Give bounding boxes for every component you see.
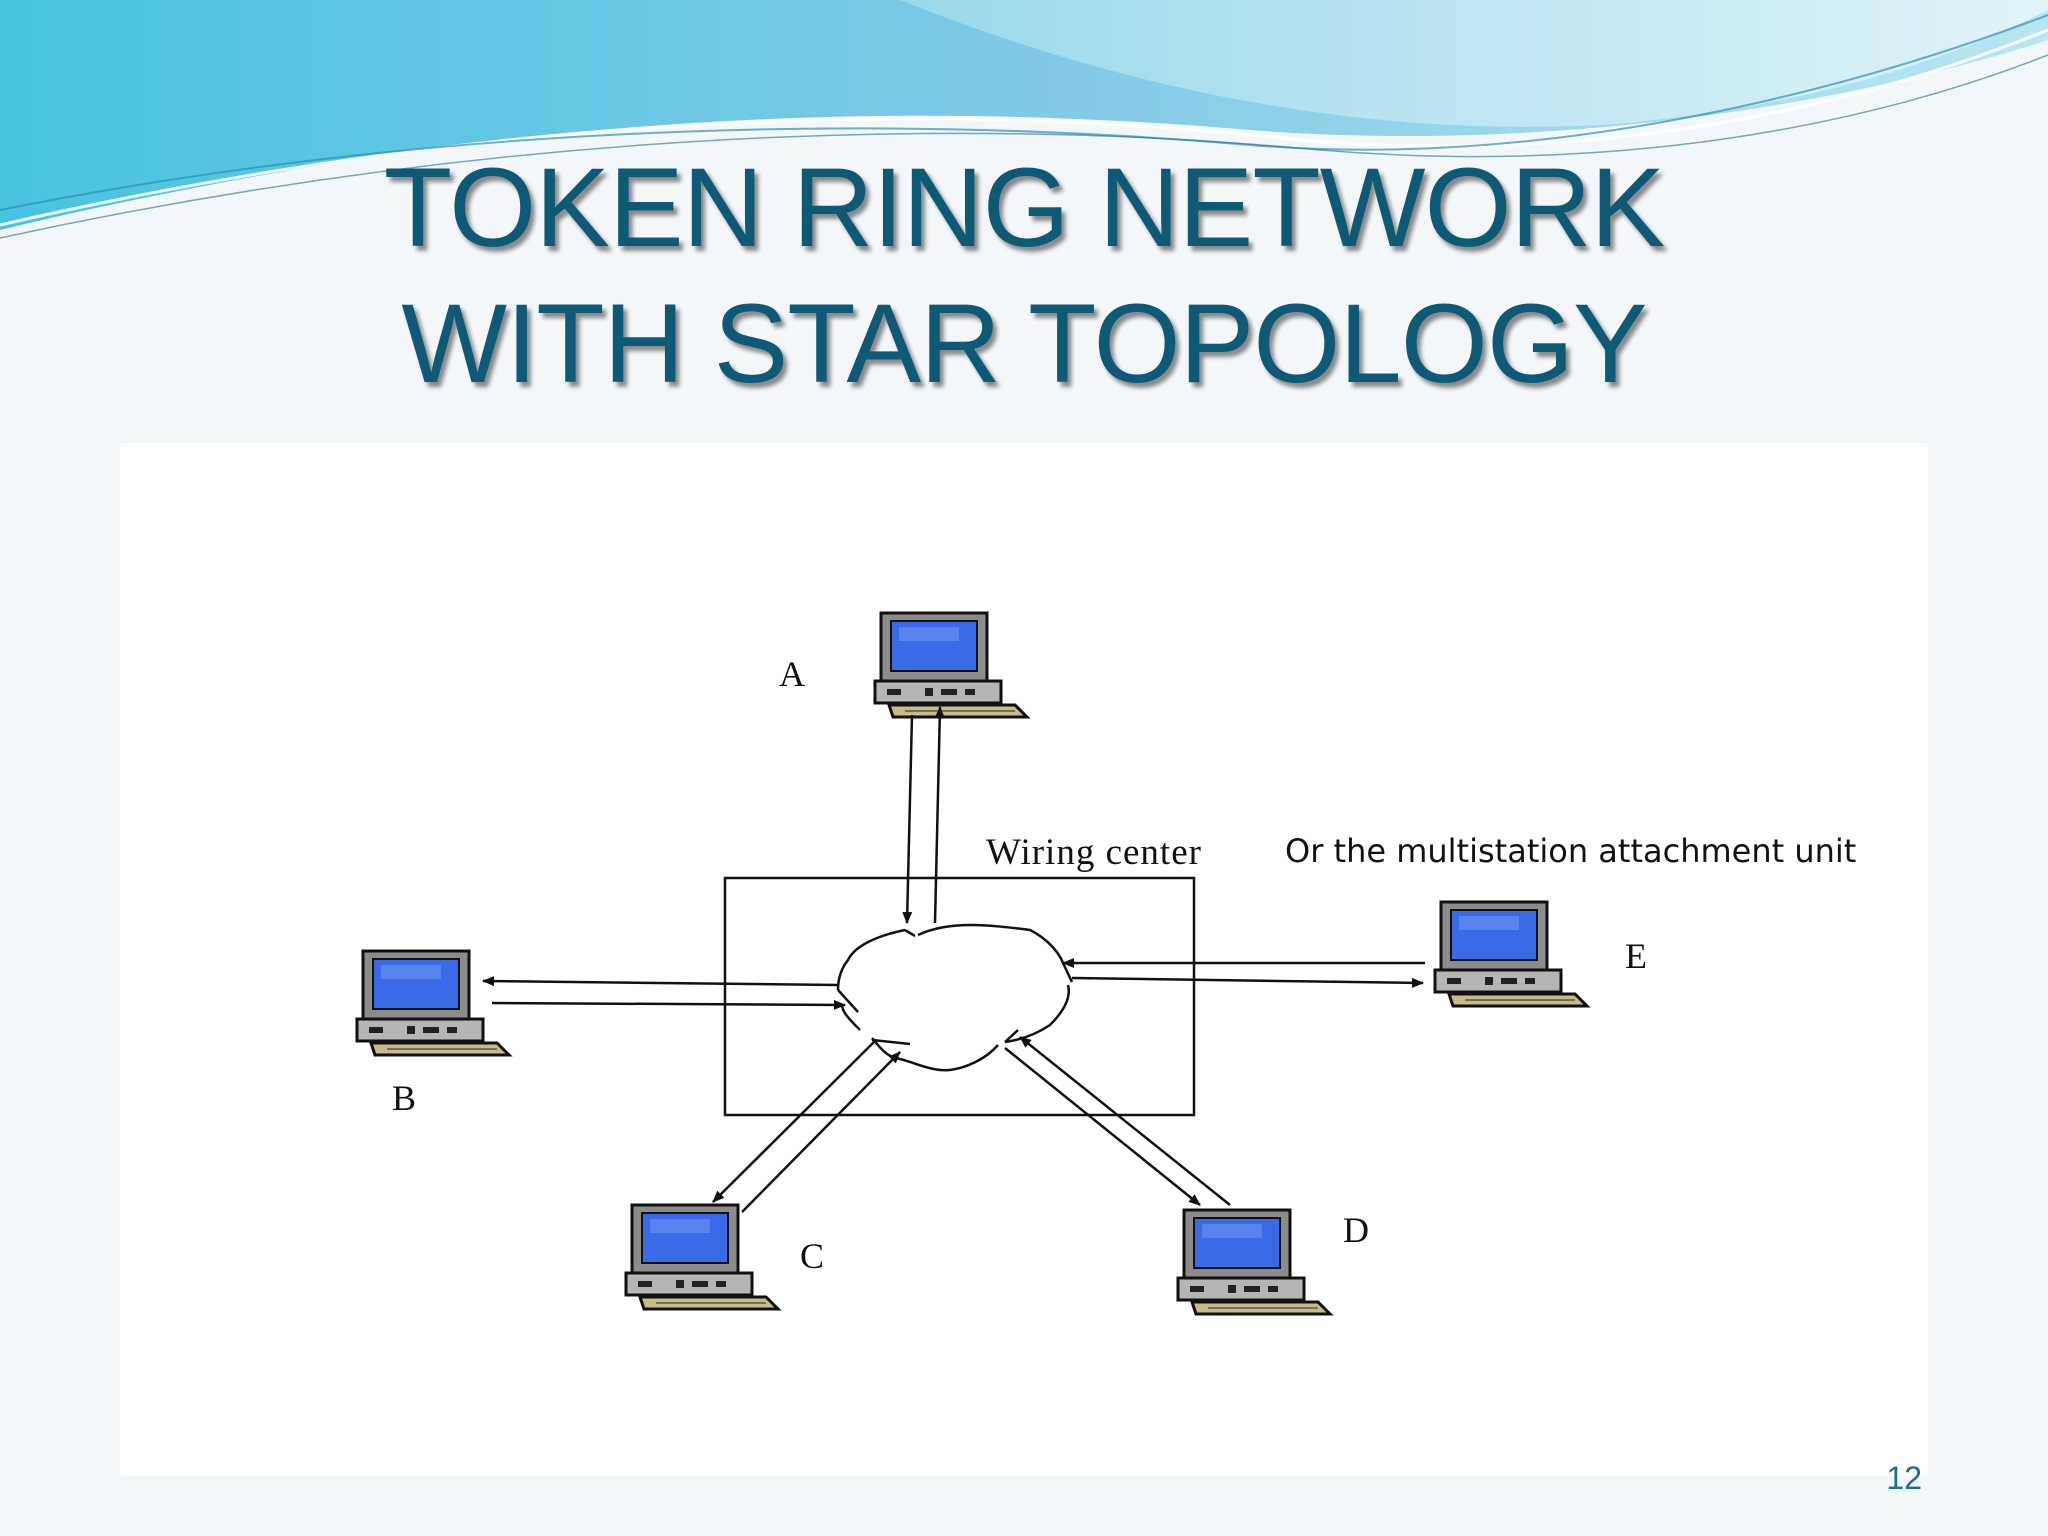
node-label-b: B xyxy=(392,1078,416,1118)
ring-port-b xyxy=(837,989,859,1013)
computer-c-icon xyxy=(624,1203,780,1311)
link-c-to-hub xyxy=(741,1051,901,1213)
link-a-to-hub xyxy=(902,714,914,924)
node-label-c: C xyxy=(800,1236,824,1276)
diagram-panel: A B C D E Wiring center Or the multistat… xyxy=(120,443,1928,1476)
slide-title-line-1: TOKEN RING NETWORK xyxy=(383,145,1665,270)
link-b-to-hub xyxy=(491,999,846,1010)
link-hub-to-d xyxy=(1004,1047,1201,1206)
wiring-center-label: Wiring center xyxy=(986,832,1202,873)
header-wave-decoration xyxy=(0,0,2048,239)
node-label-d: D xyxy=(1343,1210,1369,1250)
node-label-a: A xyxy=(779,654,805,694)
ring-segment xyxy=(871,1037,999,1072)
wiring-center-box xyxy=(723,876,1196,1117)
slide-title-line-2: WITH STAR TOPOLOGY xyxy=(401,281,1647,406)
token-ring-star-diagram: A B C D E Wiring center Or the multistat… xyxy=(355,611,1856,1316)
link-hub-to-b xyxy=(482,976,839,987)
ring-port-d xyxy=(1004,1029,1019,1043)
computer-b-icon xyxy=(355,949,511,1057)
ring-segment xyxy=(840,1004,861,1031)
computer-e-icon xyxy=(1433,900,1589,1008)
link-hub-to-c xyxy=(712,1039,877,1203)
link-hub-to-e xyxy=(1071,976,1424,988)
ring-port-e xyxy=(1061,962,1074,983)
ring-segment xyxy=(1004,984,1071,1044)
slide-page-number: 12 xyxy=(1886,1460,1922,1496)
computer-a-icon xyxy=(873,611,1029,719)
wiring-center-sublabel: Or the multistation attachment unit xyxy=(1285,832,1856,870)
ring-segment xyxy=(917,923,1065,964)
link-d-to-hub xyxy=(1019,1036,1231,1206)
slide-title: TOKEN RING NETWORK WITH STAR TOPOLOGY xyxy=(0,140,2048,412)
ring-port-c xyxy=(871,1038,911,1046)
node-label-e: E xyxy=(1625,936,1647,976)
link-hub-to-a xyxy=(933,706,945,924)
computer-d-icon xyxy=(1176,1208,1332,1316)
ring-segment xyxy=(836,928,906,991)
ring-port-a xyxy=(904,928,916,938)
